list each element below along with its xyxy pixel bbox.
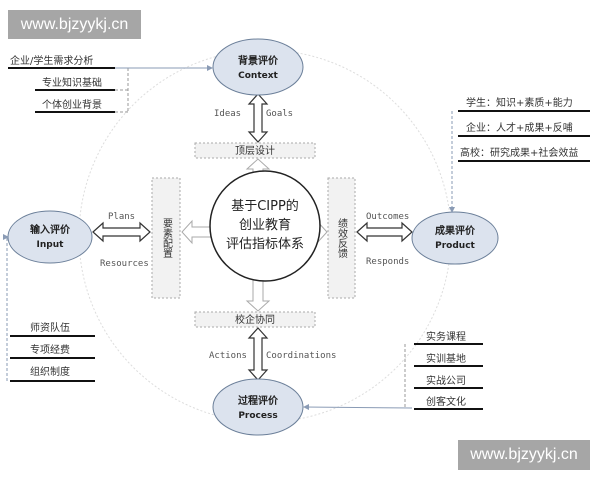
svg-text:Context: Context [238,71,278,81]
label-plans: Plans [108,212,135,222]
double-arrow-context [247,93,269,143]
watermark-bottom: www.bjzyykj.cn [458,440,590,470]
label-coordinations: Coordinations [266,351,336,361]
list-process: 实务课程 实训基地 实战公司 创客文化 [303,330,483,411]
svg-text:要素配置: 要素配置 [161,218,173,258]
label-outcomes: Outcomes [366,212,409,222]
svg-text:Process: Process [238,411,277,421]
label-resources: Resources [100,259,149,269]
node-product: 成果评价 Product [411,211,499,265]
box-top: 顶层设计 [194,142,316,159]
list-context: 企业/学生需求分析 专业知识基础 个体创业背景 [8,54,213,113]
svg-text:组织制度: 组织制度 [30,365,70,378]
double-arrow-input [92,221,151,243]
svg-text:Input: Input [37,240,65,250]
center-circle: 基于CIPP的 创业教育 评估指标体系 [209,170,321,282]
svg-text:专项经费: 专项经费 [30,343,70,356]
label-actions: Actions [209,351,247,361]
box-right: 绩效反馈 [327,177,356,299]
double-arrow-process [247,327,269,381]
svg-text:创客文化: 创客文化 [426,395,466,408]
label-ideas: Ideas [214,109,241,119]
box-bottom: 校企协同 [194,311,316,328]
svg-text:实务课程: 实务课程 [426,330,466,343]
double-arrow-product [356,221,413,243]
svg-text:创业教育: 创业教育 [239,217,291,233]
svg-text:过程评价: 过程评价 [238,394,279,407]
svg-text:校企协同: 校企协同 [235,313,275,326]
node-input: 输入评价 Input [7,210,93,264]
label-responds: Responds [366,257,409,267]
svg-text:绩效反馈: 绩效反馈 [336,217,348,259]
svg-text:学生：知识+素质+能力: 学生：知识+素质+能力 [466,96,573,109]
svg-text:企业：人才+成果+反哺: 企业：人才+成果+反哺 [466,121,573,134]
svg-text:高校：研究成果+社会效益: 高校：研究成果+社会效益 [460,146,578,159]
svg-text:企业/学生需求分析: 企业/学生需求分析 [10,54,93,67]
svg-text:基于CIPP的: 基于CIPP的 [231,198,299,214]
svg-text:专业知识基础: 专业知识基础 [42,76,102,89]
svg-text:师资队伍: 师资队伍 [30,321,70,334]
list-input: 师资队伍 专项经费 组织制度 [3,234,95,382]
svg-text:顶层设计: 顶层设计 [235,144,275,157]
node-process: 过程评价 Process [212,378,304,436]
svg-text:评估指标体系: 评估指标体系 [226,237,304,252]
box-left: 要素配置 [151,177,181,299]
arrow-center-down [245,277,271,312]
arrow-center-left [181,219,214,245]
svg-text:个体创业背景: 个体创业背景 [42,98,102,111]
svg-text:实战公司: 实战公司 [426,374,466,387]
svg-text:成果评价: 成果评价 [435,224,476,237]
list-product: 学生：知识+素质+能力 企业：人才+成果+反哺 高校：研究成果+社会效益 [449,96,590,213]
node-context: 背景评价 Context [212,38,304,96]
svg-text:背景评价: 背景评价 [238,54,279,67]
label-goals: Goals [266,109,293,119]
svg-text:实训基地: 实训基地 [426,352,466,365]
svg-text:Product: Product [435,241,475,251]
svg-text:输入评价: 输入评价 [30,223,71,236]
watermark-top: www.bjzyykj.cn [8,10,141,39]
